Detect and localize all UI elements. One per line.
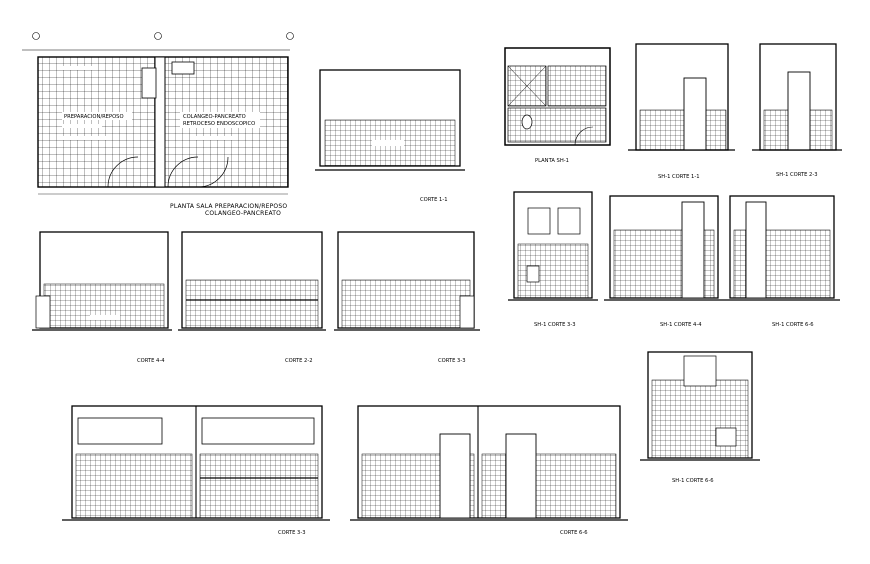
label-sh1-corte-6-6-b: SH-1 CORTE 6-6 xyxy=(672,478,714,484)
plan-sh1: PLANTA SH-1 xyxy=(504,47,611,164)
section-corte-2-2: CORTE 2-2 xyxy=(178,231,326,364)
section-sh1-corte-6-6: SH-1 CORTE 6-6 xyxy=(724,195,840,328)
label-planta-sh1: PLANTA SH-1 xyxy=(535,158,569,164)
label-corte-3-3-top: CORTE 3-3 xyxy=(438,358,466,364)
section-sh1-corte-2-3: SH-1 CORTE 2-3 xyxy=(752,43,842,178)
section-corte-3-3-top: CORTE 3-3 xyxy=(334,231,480,364)
label-corte-4-4: CORTE 4-4 xyxy=(137,358,165,364)
section-corte-4-4: CORTE 4-4 xyxy=(32,231,172,364)
section-corte-3-3-bottom: CORTE 3-3 xyxy=(62,405,330,536)
label-sh1-corte-6-6: SH-1 CORTE 6-6 xyxy=(772,322,814,328)
section-sh1-corte-1-1: SH-1 CORTE 1-1 xyxy=(628,43,735,180)
label-corte-3-3-bottom: CORTE 3-3 xyxy=(278,530,306,536)
plan-title-line-1: PLANTA SALA PREPARACION/REPOSO xyxy=(170,203,287,210)
label-corte-1-1: CORTE 1-1 xyxy=(420,197,448,203)
section-sh1-corte-4-4: SH-1 CORTE 4-4 xyxy=(604,195,724,328)
label-sh1-corte-1-1: SH-1 CORTE 1-1 xyxy=(658,174,700,180)
label-sh1-corte-3-3: SH-1 CORTE 3-3 xyxy=(534,322,576,328)
label-sh1-corte-2-3: SH-1 CORTE 2-3 xyxy=(776,172,818,178)
label-corte-2-2: CORTE 2-2 xyxy=(285,358,313,364)
room-label-preparacion: PREPARACION/REPOSO xyxy=(64,114,124,120)
section-sh1-corte-3-3: SH-1 CORTE 3-3 xyxy=(508,191,598,328)
section-sh1-corte-6-6-b: SH-1 CORTE 6-6 xyxy=(640,351,760,484)
section-corte-1-1: CORTE 1-1 xyxy=(315,69,465,203)
section-corte-6-6-bottom: CORTE 6-6 xyxy=(350,405,628,536)
plan-title-line-2: COLANGEO-PANCREATO xyxy=(205,210,281,217)
label-corte-6-6-bottom: CORTE 6-6 xyxy=(560,530,588,536)
room-label-colangeo: COLANGEO-PANCREATO xyxy=(183,114,246,120)
label-sh1-corte-4-4: SH-1 CORTE 4-4 xyxy=(660,322,702,328)
room-label-retroceso: RETROCESO ENDOSCOPICO xyxy=(183,121,255,127)
plan-sala-preparacion: PREPARACION/REPOSO COLANGEO-PANCREATO RE… xyxy=(22,32,294,217)
